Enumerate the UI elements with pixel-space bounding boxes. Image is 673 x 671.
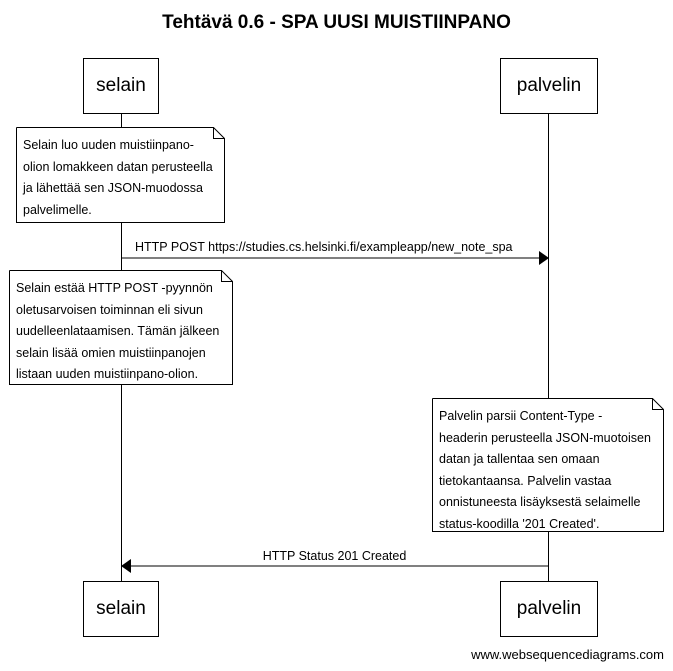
note-line: selain lisää omien muistiinpanojen bbox=[16, 345, 206, 360]
note-line: uudelleenlataamisen. Tämän jälkeen bbox=[16, 324, 220, 338]
diagram-title: Tehtävä 0.6 - SPA UUSI MUISTIINPANO bbox=[162, 12, 511, 33]
server-lifeline bbox=[548, 114, 549, 581]
note-line: olion lomakkeen datan perusteella bbox=[23, 159, 213, 174]
note-line: Selain luo uuden muistiinpano- bbox=[23, 138, 194, 152]
post-message-label: HTTP POST https://studies.cs.helsinki.fi… bbox=[135, 240, 513, 254]
note-line: tietokantaansa. Palvelin vastaa bbox=[439, 473, 612, 488]
browser-participant-top: selain bbox=[83, 58, 159, 114]
note-line: palvelimelle. bbox=[23, 202, 92, 217]
server-participant-bottom: palvelin bbox=[500, 581, 598, 637]
note-server-parse: Palvelin parsii Content-Type - headerin … bbox=[432, 398, 664, 532]
note-line: Selain estää HTTP POST -pyynnön bbox=[16, 281, 213, 295]
browser-participant-label: selain bbox=[96, 75, 146, 96]
note-line: status-koodilla '201 Created'. bbox=[439, 516, 600, 531]
note-frame bbox=[16, 127, 225, 223]
server-participant-label: palvelin bbox=[516, 75, 582, 96]
post-arrow bbox=[121, 251, 549, 265]
response-arrow bbox=[121, 559, 548, 573]
note-frame bbox=[9, 270, 233, 385]
note-frame bbox=[432, 398, 664, 532]
footer-attribution: www.websequencediagrams.com bbox=[471, 647, 664, 662]
response-message-label: HTTP Status 201 Created bbox=[262, 549, 407, 563]
note-line: Palvelin parsii Content-Type - bbox=[439, 409, 603, 423]
server-participant-top: palvelin bbox=[500, 58, 598, 114]
note-line: onnistuneesta lisäyksestä selaimelle bbox=[439, 495, 641, 509]
note-line: datan ja tallentaa sen omaan bbox=[439, 452, 600, 466]
note-line: ja lähettää sen JSON-muodossa bbox=[23, 181, 203, 195]
note-line: listaan uuden muistiinpano-olion. bbox=[16, 367, 199, 381]
note-line: oletusarvoisen toiminnan eli sivun bbox=[16, 302, 203, 317]
server-participant-label: palvelin bbox=[516, 598, 582, 619]
note-line: headerin perusteella JSON-muotoisen bbox=[439, 430, 651, 445]
note-create-note: Selain luo uuden muistiinpano- olion lom… bbox=[16, 127, 225, 223]
browser-participant-bottom: selain bbox=[83, 581, 159, 637]
browser-participant-label: selain bbox=[96, 598, 146, 619]
note-prevent-default: Selain estää HTTP POST -pyynnön oletusar… bbox=[9, 270, 233, 385]
